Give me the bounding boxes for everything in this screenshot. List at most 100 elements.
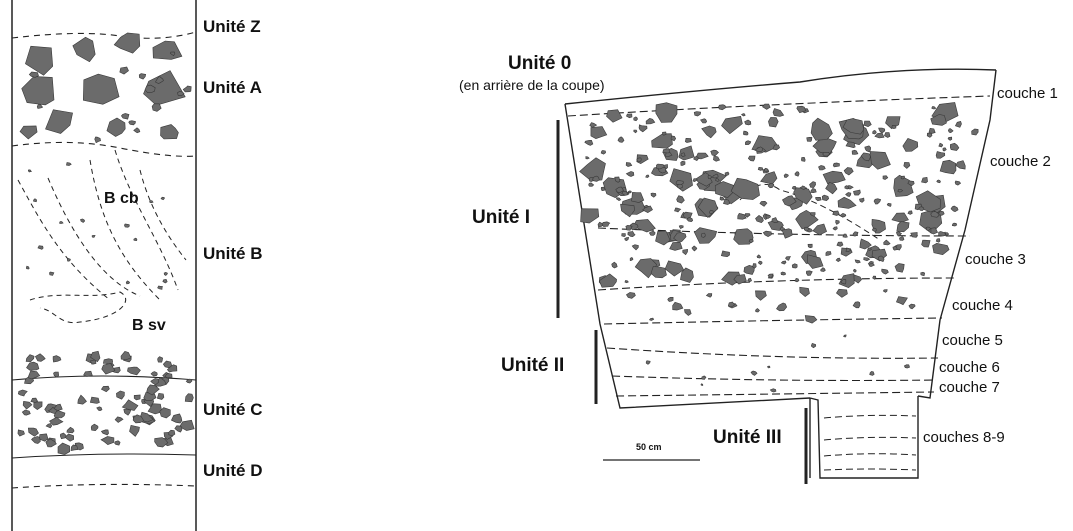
stone-shape <box>752 263 757 269</box>
stone-shape <box>949 142 960 151</box>
stone-shape <box>106 117 126 137</box>
stone-shape <box>629 257 634 261</box>
stone-shape <box>159 407 171 419</box>
stone-shape <box>680 267 694 283</box>
stone-shape <box>160 124 179 140</box>
stone-shape <box>780 260 787 265</box>
stone-shape <box>836 241 844 247</box>
stone-shape <box>939 159 957 175</box>
stone-shape <box>767 182 775 189</box>
stone-shape <box>22 401 33 410</box>
stone-shape <box>642 205 653 213</box>
stone-shape <box>64 433 75 442</box>
stone-shape <box>33 198 38 203</box>
stone-shape <box>843 167 854 176</box>
stone-shape <box>676 195 685 204</box>
stone-shape <box>27 427 39 437</box>
stone-shape <box>21 76 55 106</box>
stone-shape <box>169 51 176 57</box>
stone-shape <box>129 424 140 437</box>
stone-shape <box>836 288 848 298</box>
stone-shape <box>615 186 625 194</box>
stone-shape <box>760 171 778 185</box>
stone-shape <box>638 124 648 133</box>
b-sv-label: B sv <box>132 317 166 334</box>
stone-shape <box>907 180 915 187</box>
stone-shape <box>771 217 779 224</box>
stone-shape <box>711 173 719 179</box>
stone-shape <box>100 429 109 436</box>
stone-shape <box>673 232 687 242</box>
stone-shape <box>896 231 902 237</box>
stone-shape <box>588 182 595 187</box>
stone-shape <box>133 127 141 134</box>
stone-shape <box>121 113 130 120</box>
stone-shape <box>707 174 713 179</box>
stone-shape <box>58 221 64 224</box>
stone-shape <box>794 278 800 283</box>
stone-shape <box>839 212 847 218</box>
stone-shape <box>822 170 846 185</box>
stone-shape <box>882 175 889 180</box>
stone-shape <box>695 152 709 160</box>
stone-shape <box>37 245 44 250</box>
stone-shape <box>680 160 686 166</box>
stone-shape <box>700 118 708 124</box>
stone-shape <box>765 214 771 219</box>
stone-shape <box>701 375 707 380</box>
stone-shape <box>884 132 891 138</box>
stone-shape <box>625 224 633 231</box>
stone-shape <box>881 268 889 275</box>
stone-shape <box>709 209 714 214</box>
stone-shape <box>821 194 830 202</box>
stone-shape <box>832 162 840 168</box>
stone-shape <box>780 271 787 276</box>
stone-shape <box>954 180 962 186</box>
stone-shape <box>116 390 125 400</box>
stone-shape <box>743 130 749 136</box>
stone-shape <box>768 117 779 128</box>
stone-shape <box>832 226 838 231</box>
stone-shape <box>891 212 909 223</box>
stone-shape <box>845 141 856 149</box>
stone-shape <box>935 151 946 159</box>
stone-shape <box>804 315 818 324</box>
stone-shape <box>617 136 625 143</box>
stone-shape <box>149 200 154 204</box>
stone-shape <box>853 189 861 196</box>
stone-shape <box>52 355 62 363</box>
stone-shape <box>756 254 762 259</box>
stone-shape <box>678 145 695 161</box>
stone-shape <box>154 437 169 448</box>
stone-shape <box>886 202 892 207</box>
stone-shape <box>920 271 926 277</box>
stone-shape <box>772 144 780 151</box>
stone-shape <box>678 225 684 229</box>
stone-shape <box>174 425 183 433</box>
stone-shape <box>757 260 763 265</box>
stone-shape <box>935 238 941 243</box>
stone-shape <box>951 222 958 227</box>
stone-shape <box>157 285 163 290</box>
unit-a-label: Unité A <box>203 78 262 97</box>
couche-6-label: couche 6 <box>939 359 1000 376</box>
stone-shape <box>744 213 751 218</box>
stone-shape <box>820 267 826 272</box>
stone-shape <box>119 66 129 75</box>
unit-iii-label: Unité III <box>713 427 782 448</box>
stone-shape <box>714 178 720 182</box>
stone-shape <box>872 130 877 135</box>
stone-shape <box>598 273 617 288</box>
stone-shape <box>164 373 173 378</box>
couche-4-label: couche 4 <box>952 297 1013 314</box>
stone-shape <box>931 106 937 110</box>
couche-7-label: couche 7 <box>939 379 1000 396</box>
stone-shape <box>835 257 841 262</box>
stone-shape <box>57 442 71 455</box>
stone-shape <box>874 132 885 139</box>
stone-shape <box>53 371 60 378</box>
stone-shape <box>90 423 99 432</box>
stone-shape <box>772 108 785 117</box>
stone-shape <box>936 179 941 184</box>
stone-shape <box>614 176 621 183</box>
